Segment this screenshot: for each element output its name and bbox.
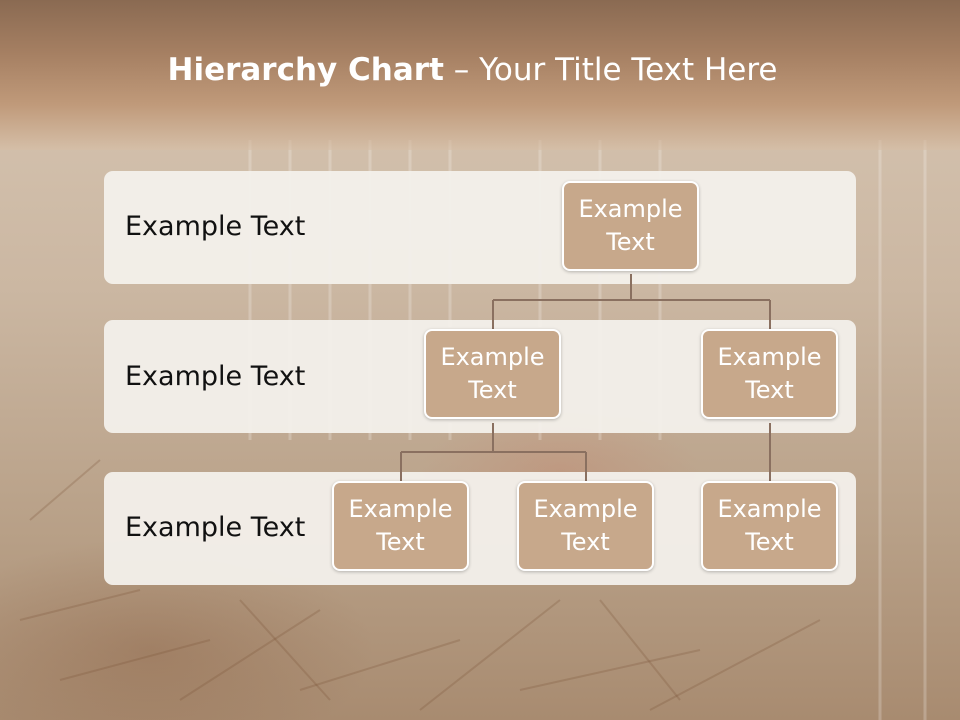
node-mid-left[interactable]: Example Text	[424, 329, 561, 419]
node-mid-right-label: Example Text	[717, 343, 822, 404]
node-mid-right[interactable]: Example Text	[701, 329, 838, 419]
node-bottom-center[interactable]: Example Text	[517, 481, 654, 571]
node-root[interactable]: Example Text	[562, 181, 699, 271]
node-bottom-right-label: Example Text	[717, 495, 822, 556]
level-label-1[interactable]: Example Text	[125, 211, 306, 242]
node-mid-left-label: Example Text	[440, 343, 545, 404]
node-bottom-right[interactable]: Example Text	[701, 481, 838, 571]
node-bottom-center-label: Example Text	[533, 495, 638, 556]
node-bottom-left[interactable]: Example Text	[332, 481, 469, 571]
level-label-3[interactable]: Example Text	[125, 512, 306, 543]
node-bottom-left-label: Example Text	[348, 495, 453, 556]
slide-title-bold: Hierarchy Chart	[167, 52, 444, 88]
title-bar	[0, 0, 960, 150]
level-band-1	[104, 171, 856, 284]
node-root-label: Example Text	[578, 195, 683, 256]
level-label-2[interactable]: Example Text	[125, 361, 306, 392]
slide-title-rest: – Your Title Text Here	[443, 52, 778, 88]
slide-title[interactable]: Hierarchy Chart – Your Title Text Here	[0, 52, 945, 88]
